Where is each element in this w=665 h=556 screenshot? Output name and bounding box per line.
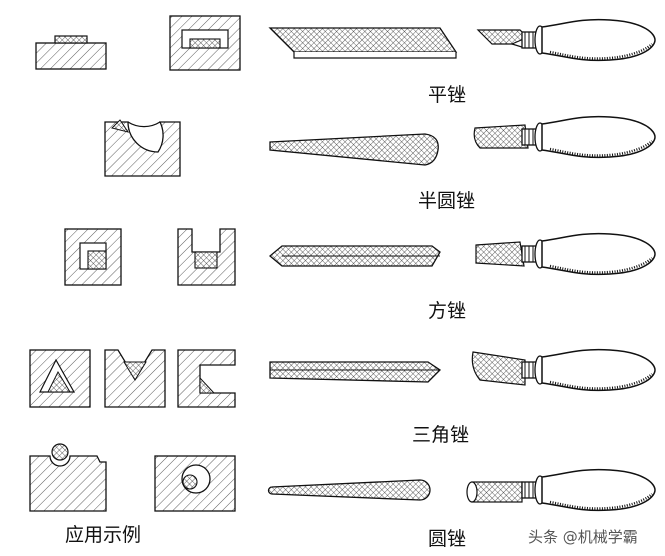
round-file (267, 479, 431, 501)
label-round-file: 圆锉 (428, 528, 467, 550)
triangle-file-examples (29, 349, 236, 408)
label-triangle-file: 三角锉 (412, 424, 470, 446)
triangle-file (269, 361, 442, 383)
flat-file-handled (476, 18, 657, 62)
half-round-file (269, 133, 439, 166)
square-file-handled (475, 232, 657, 276)
label-half-round-file: 半圆锉 (418, 190, 476, 212)
square-file (268, 245, 441, 267)
square-file-examples (64, 228, 236, 286)
label-flat-file: 平锉 (428, 84, 467, 106)
half-round-file-example (104, 119, 181, 177)
label-square-file: 方锉 (428, 300, 467, 322)
triangle-file-handled (471, 348, 657, 392)
flat-file (268, 27, 458, 59)
label-application-examples: 应用示例 (65, 524, 142, 546)
round-file-examples (29, 443, 236, 512)
half-round-file-handled (473, 115, 657, 159)
flat-file-examples (35, 15, 241, 71)
round-file-handled (466, 468, 657, 512)
watermark: 头条 @机械学霸 (528, 528, 638, 546)
